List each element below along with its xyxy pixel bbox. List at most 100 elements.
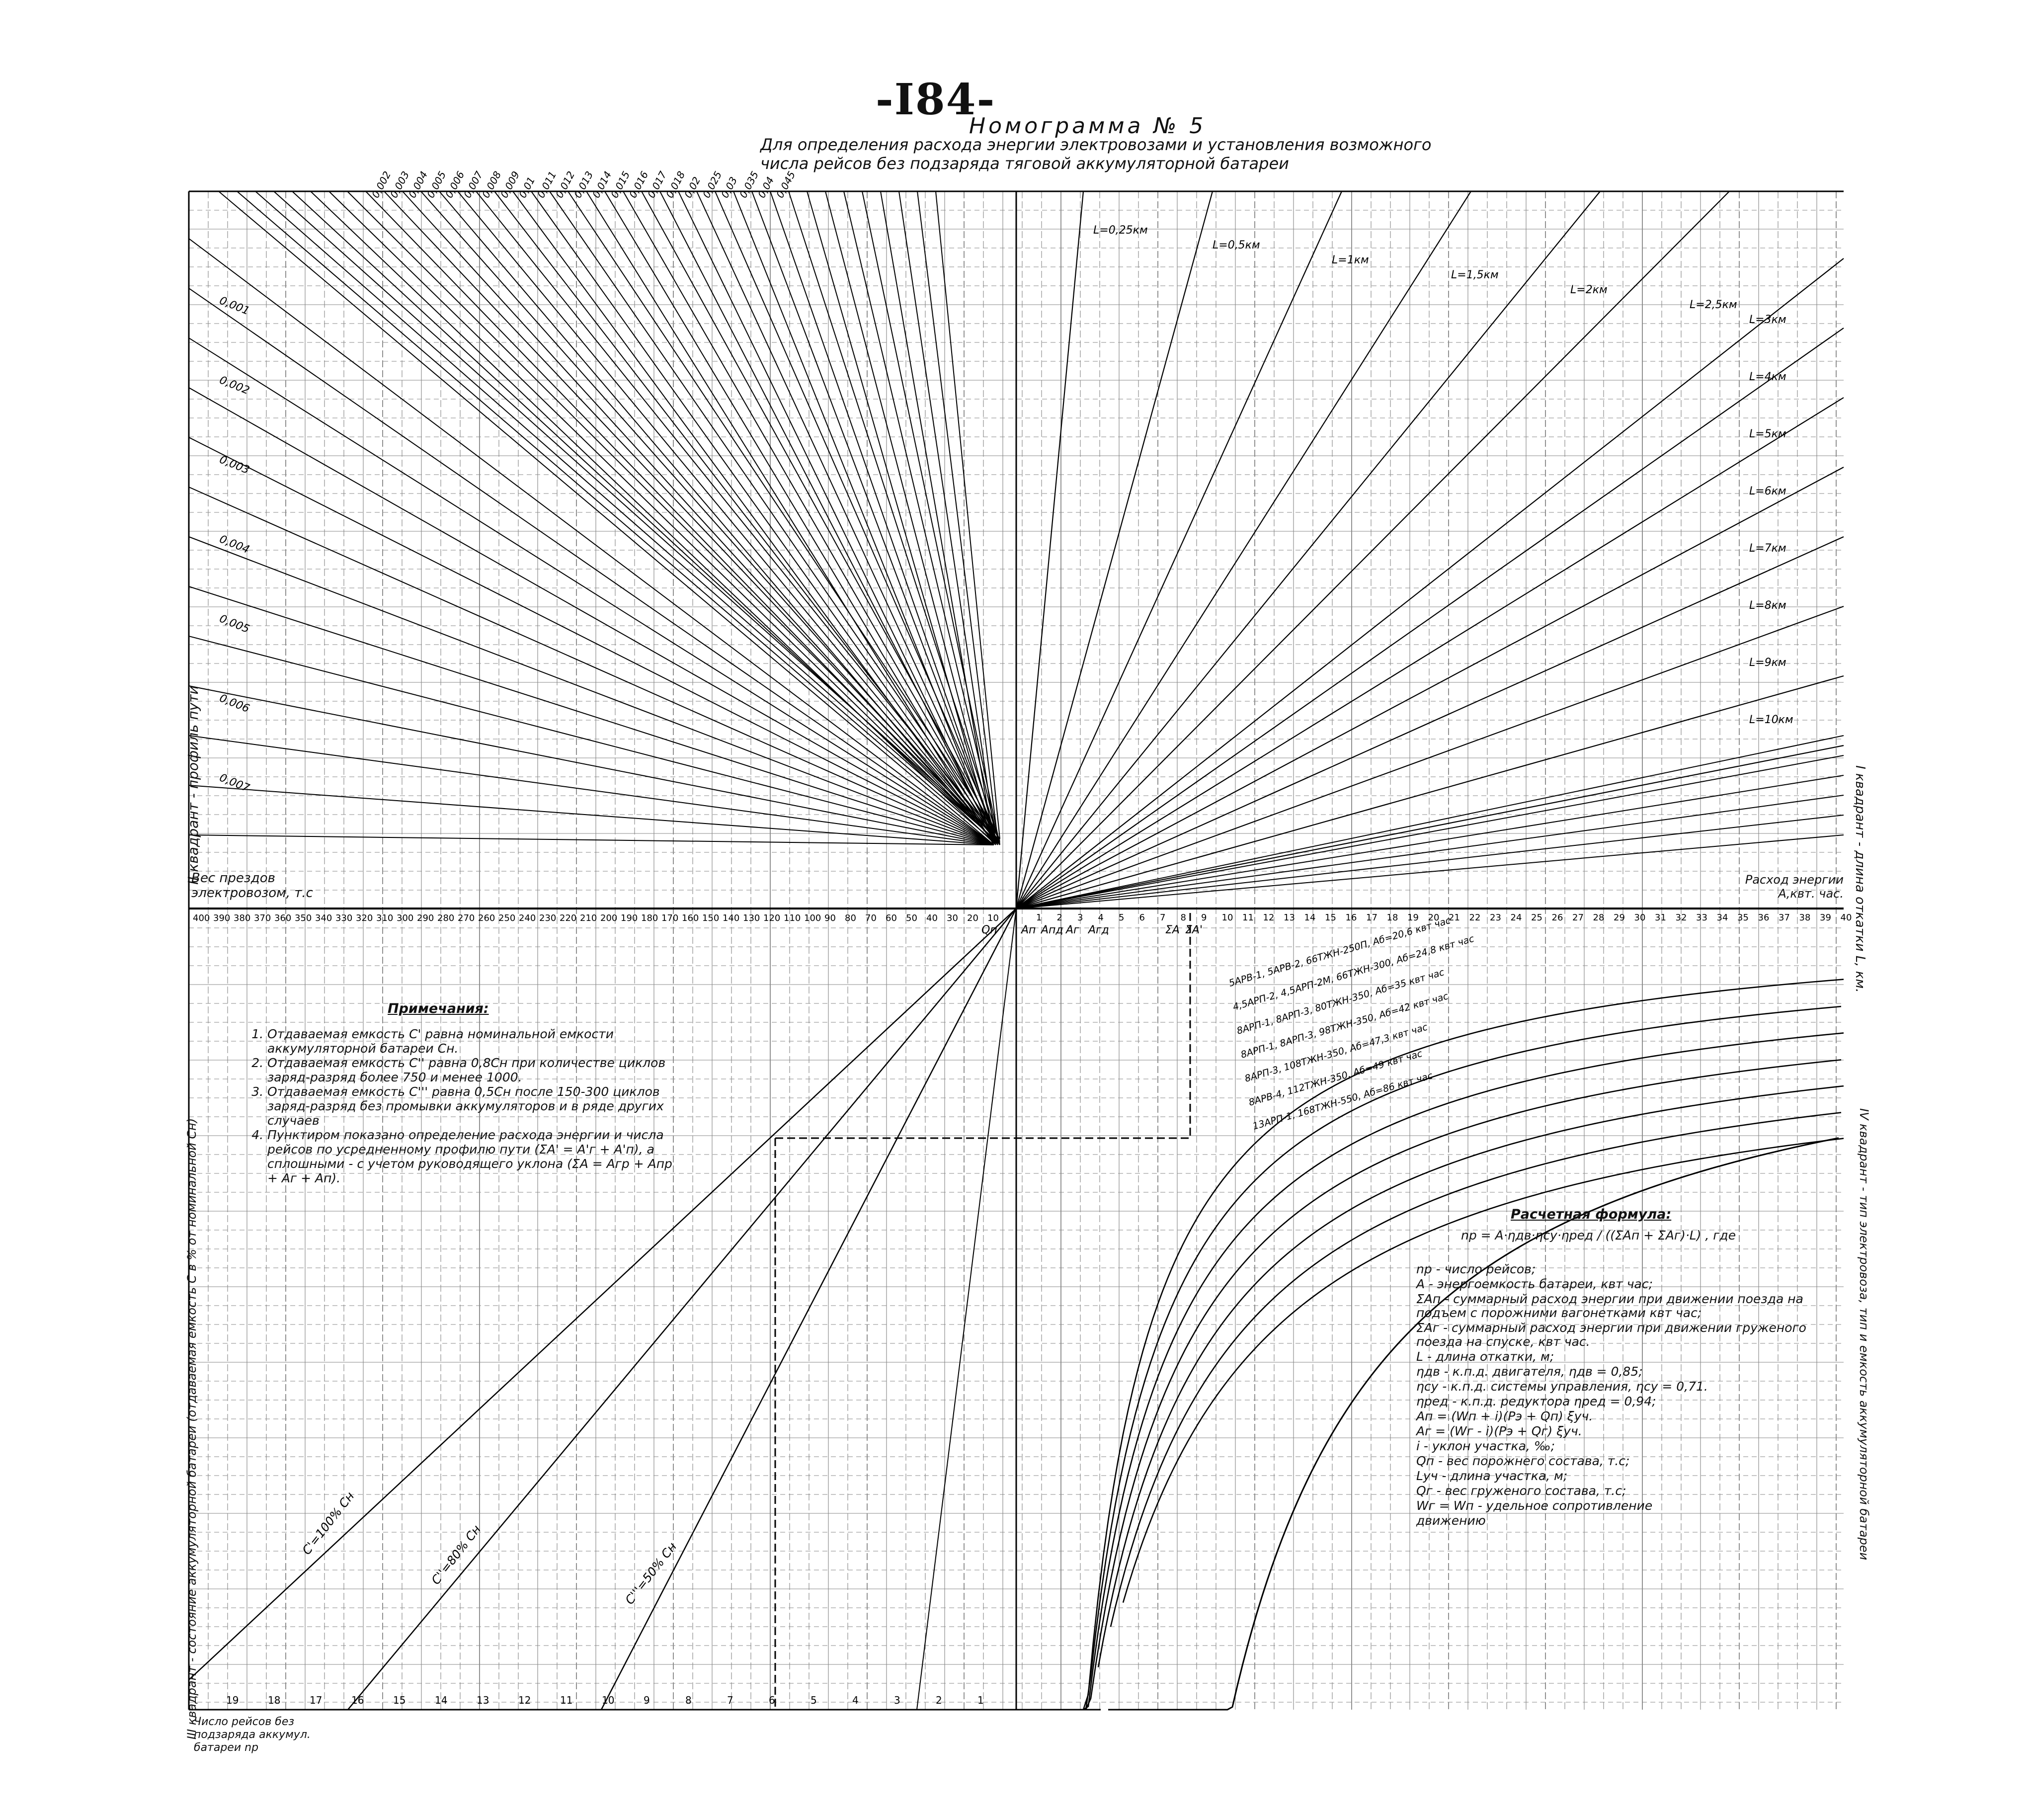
left-slope-label: 0,004: [218, 533, 251, 556]
weight-axis-label: Вес прездов электровозом, т.с: [191, 871, 313, 901]
profile-line: [237, 191, 996, 844]
formula-definition: движению: [1416, 1513, 1486, 1528]
energy-tick-label: 4: [1098, 912, 1104, 923]
weight-tick-label: 130: [743, 913, 760, 923]
quadrant-4-label: IV квадрант - тип электровоза, тип и емк…: [1857, 1108, 1871, 1561]
note-item: Пунктиром показано определение расхода э…: [267, 1128, 681, 1185]
nomogram-title: Номограмма № 5: [969, 113, 1207, 139]
battery-curve: [1108, 1137, 1839, 1711]
profile-line: [917, 191, 998, 841]
distance-line: [1016, 605, 1844, 910]
profile-line: [188, 288, 994, 845]
trip-tick-label: 12: [518, 1694, 531, 1706]
trip-tick-label: 2: [936, 1694, 942, 1706]
energy-tick-label: 18: [1387, 912, 1398, 923]
weight-tick-label: 100: [804, 913, 821, 923]
energy-tick-label: 15: [1325, 912, 1336, 923]
battery-curve: [1049, 979, 1844, 1711]
energy-tick-label: 28: [1593, 912, 1605, 923]
distance-line: [1016, 328, 1844, 909]
distance-line: [1015, 191, 1343, 909]
energy-tick-label: 24: [1511, 912, 1522, 923]
profile-line: [347, 191, 1000, 842]
notes-block: Примечания: Отдаваемая емкость С' равна …: [253, 1001, 681, 1185]
formula-expression: nр = A·ηдв·ηсу·ηред / ((ΣАп + ΣАг)·L) , …: [1461, 1228, 1736, 1242]
trip-tick-label: 15: [393, 1694, 405, 1706]
profile-line: [604, 191, 996, 844]
trip-line: [916, 908, 1017, 1710]
formula-definition: Wг = Wп - удельное сопротивление: [1416, 1498, 1653, 1513]
profile-line: [788, 191, 1000, 844]
axis-marker: ΣА: [1165, 924, 1180, 936]
battery-curve: [1122, 1138, 1844, 1603]
energy-tick-label: 23: [1490, 912, 1501, 923]
profile-line: [935, 191, 1000, 839]
profile-line: [188, 437, 994, 845]
profile-line: [439, 191, 994, 842]
profile-line: [365, 191, 994, 841]
battery-curve: [1085, 1059, 1842, 1710]
distance-line: [1016, 397, 1844, 909]
weight-tick-label: 230: [539, 913, 556, 923]
formula-definition: Qг - вес груженого состава, т.с;: [1416, 1484, 1626, 1498]
weight-tick-label: 350: [295, 913, 312, 923]
left-slope-label: 0,007: [218, 771, 251, 795]
energy-tick-label: 20: [1428, 912, 1440, 923]
formula-definition: ηсу - к.п.д. системы управления, ηсу = 0…: [1416, 1379, 1708, 1394]
energy-tick-label: 22: [1469, 912, 1481, 923]
distance-line: [1016, 467, 1844, 909]
trip-tick-label: 8: [685, 1694, 692, 1706]
battery-curve: [1061, 1005, 1842, 1711]
profile-line: [292, 191, 994, 839]
profile-line: [623, 191, 998, 842]
distance-line: [1016, 191, 1730, 909]
axis-marker: Апд: [1040, 924, 1063, 936]
distance-label: L=8км: [1749, 599, 1786, 612]
energy-tick-label: 35: [1737, 912, 1749, 923]
profile-line: [494, 191, 1000, 845]
energy-tick-label: 1: [1036, 912, 1042, 923]
profile-line: [188, 685, 994, 845]
capacity-label: С'''=50% Сн: [623, 1540, 679, 1607]
note-item: Отдаваемая емкость С' равна номинальной …: [267, 1027, 681, 1056]
energy-tick-label: 14: [1304, 912, 1316, 923]
distance-label: L=1,5км: [1451, 269, 1499, 281]
formula-definition: Lуч - длина участка, м;: [1416, 1469, 1568, 1483]
energy-tick-label: 37: [1779, 912, 1790, 923]
weight-tick-label: 200: [600, 913, 617, 923]
battery-curve: [1110, 1112, 1842, 1627]
weight-tick-label: 150: [702, 913, 719, 923]
nomogram-line-family: [188, 191, 1844, 1710]
profile-line: [678, 191, 996, 845]
axes: [188, 190, 1844, 1711]
profile-line: [567, 191, 1000, 839]
distance-label: L=2км: [1570, 284, 1608, 296]
profile-line: [188, 785, 994, 845]
battery-curve: [1073, 1032, 1844, 1711]
formula-definition: А - энергоемкость батареи, квт час;: [1416, 1277, 1653, 1291]
energy-axis-label: Расход энергии А,квт. час.: [1745, 873, 1844, 901]
profile-line: [188, 536, 994, 845]
energy-tick-label: 5: [1119, 912, 1124, 923]
profile-line: [188, 636, 994, 845]
trip-tick-label: 3: [894, 1694, 900, 1706]
axis-marker: Qп: [981, 924, 997, 936]
quadrant-2-label: II квадрант - профиль пути: [185, 685, 201, 885]
weight-tick-label: 240: [519, 913, 536, 923]
energy-tick-label: 32: [1676, 912, 1687, 923]
profile-line: [512, 191, 994, 844]
trip-tick-label: 1: [977, 1694, 984, 1706]
profile-line: [188, 238, 994, 845]
distance-line: [1016, 191, 1471, 909]
weight-tick-label: 140: [723, 913, 739, 923]
profile-line: [310, 191, 996, 845]
distance-label: L=0,25км: [1093, 224, 1148, 237]
trip-tick-label: 11: [560, 1694, 572, 1706]
weight-tick-label: 250: [498, 913, 515, 923]
distance-line: [1016, 745, 1844, 910]
profile-line: [807, 191, 994, 842]
weight-tick-label: 330: [335, 913, 352, 923]
quadrant-3-label: III квадрант - состояние аккумуляторной …: [185, 1118, 199, 1739]
